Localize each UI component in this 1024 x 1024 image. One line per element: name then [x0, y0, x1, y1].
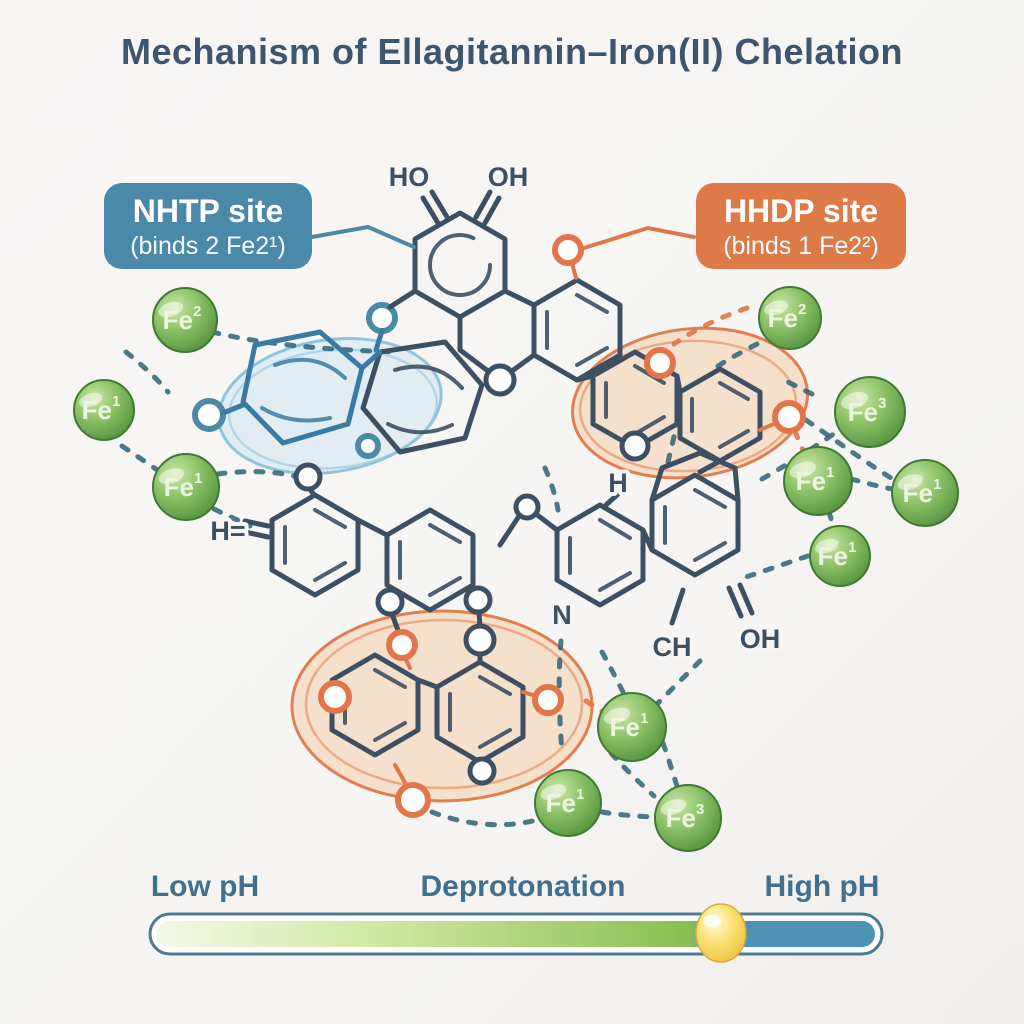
- fe-ion: Fe3: [834, 376, 906, 448]
- atom-label-n: N: [552, 600, 572, 630]
- atom-label-h-double: H=: [210, 516, 245, 546]
- atom-label-h: H: [608, 468, 628, 498]
- ph-low-label: Low pH: [151, 870, 259, 903]
- fe-ion: Fe3: [654, 784, 722, 852]
- nhtp-highlight-region: [217, 336, 443, 476]
- fe-ion: Fe1: [152, 453, 220, 521]
- hhdp-site-name: HHDP site: [724, 193, 878, 229]
- fe-ion-label: Fe3: [666, 801, 705, 833]
- ph-high-label: High pH: [765, 870, 880, 903]
- ph-bar-fill: [157, 921, 875, 947]
- fe-ion: Fe1: [534, 769, 602, 837]
- fe-ion: Fe1: [597, 692, 667, 762]
- atom-labels: HO OH H= H N CH OH: [206, 158, 784, 666]
- nhtp-box-bg: [104, 183, 312, 269]
- ph-knob: [695, 903, 747, 963]
- atom-label-oh-top: OH: [488, 162, 529, 192]
- hhdp-site-binding: (binds 1 Fe2²): [723, 232, 879, 260]
- page-title: Mechanism of Ellagitannin–Iron(II) Chela…: [121, 31, 903, 72]
- fe-ion: Fe1: [809, 525, 871, 587]
- ph-marker: [695, 903, 747, 963]
- atom-label-ch: CH: [653, 632, 692, 662]
- ph-knob-highlight: [702, 915, 721, 927]
- fe-ion: Fe1: [891, 459, 959, 527]
- fe-ion: Fe2: [152, 287, 218, 353]
- ph-mid-label: Deprotonation: [421, 870, 626, 903]
- fe-ion-label: Fe1: [903, 476, 942, 508]
- hhdp-connector: [582, 225, 696, 250]
- molecule-skeleton: [192, 189, 806, 818]
- atom-label-oh-right: OH: [740, 624, 781, 654]
- atom-label-ho: HO: [389, 162, 430, 192]
- hhdp-site-box: HHDP site (binds 1 Fe2²): [696, 183, 906, 269]
- fe-ion: Fe1: [73, 379, 135, 441]
- nhtp-site-binding: (binds 2 Fe2¹): [130, 232, 286, 260]
- hhdp-box-bg: [696, 183, 906, 269]
- nhtp-connector: [310, 224, 416, 249]
- fe-ion: Fe2: [758, 286, 822, 350]
- nhtp-site-box: NHTP site (binds 2 Fe2¹): [104, 183, 312, 269]
- ph-scale: Low pH Deprotonation High pH: [148, 870, 884, 963]
- nhtp-site-name: NHTP site: [133, 193, 284, 229]
- fe-ion: Fe1: [783, 446, 853, 516]
